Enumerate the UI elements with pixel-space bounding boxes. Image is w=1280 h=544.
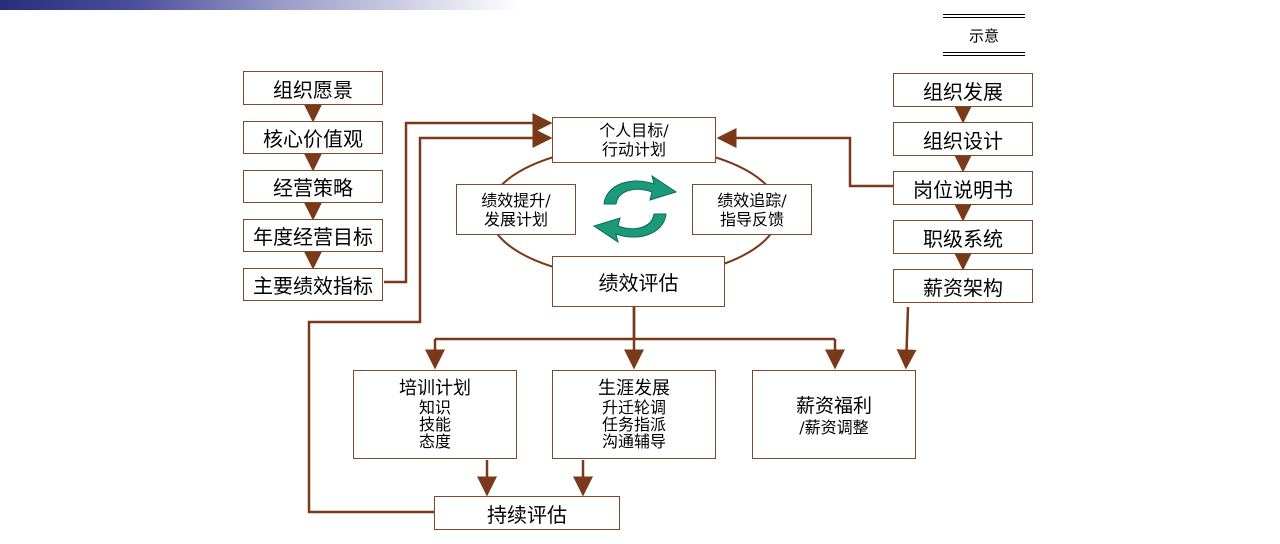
- performance-evaluation-box: 绩效评估: [552, 256, 725, 307]
- improvement-plan-box: 绩效提升/ 发展计划: [456, 184, 576, 235]
- training-item-attitude: 态度: [418, 432, 451, 451]
- legend-label: 示意: [943, 14, 1025, 56]
- improvement-line1: 绩效提升/: [481, 190, 551, 210]
- title-gradient-bar: [0, 0, 520, 10]
- org-development-box: 组织发展: [893, 73, 1033, 107]
- career-development-box: 生涯发展 升迁轮调 任务指派 沟通辅导: [552, 370, 716, 459]
- personal-goal-line2: 行动计划: [601, 140, 666, 159]
- org-design-box: 组织设计: [893, 122, 1033, 156]
- compensation-item-adjustment: /薪资调整: [799, 418, 869, 437]
- career-item-rotation: 升迁轮调: [601, 398, 666, 417]
- tracking-feedback-box: 绩效追踪/ 指导反馈: [692, 184, 812, 235]
- kpi-box: 主要绩效指标: [243, 268, 383, 301]
- personal-goal-line1: 个人目标/: [599, 121, 669, 140]
- annual-goals-box: 年度经营目标: [243, 219, 383, 252]
- career-title: 生涯发展: [598, 378, 670, 399]
- job-description-box: 岗位说明书: [893, 171, 1033, 205]
- training-plan-box: 培训计划 知识 技能 态度: [353, 370, 517, 459]
- tracking-line2: 指导反馈: [719, 209, 784, 229]
- cycle-arrows-icon: [592, 174, 678, 244]
- org-vision-box: 组织愿景: [243, 71, 383, 105]
- continuous-evaluation-box: 持续评估: [434, 496, 620, 530]
- personal-goal-box: 个人目标/ 行动计划: [552, 117, 716, 163]
- core-values-box: 核心价值观: [243, 121, 383, 154]
- tracking-line1: 绩效追踪/: [717, 190, 787, 210]
- improvement-line2: 发展计划: [483, 209, 548, 229]
- salary-structure-box: 薪资架构: [893, 269, 1033, 303]
- business-strategy-box: 经营策略: [243, 170, 383, 203]
- career-item-assignment: 任务指派: [601, 415, 666, 434]
- training-item-knowledge: 知识: [418, 398, 451, 417]
- compensation-title: 薪资福利: [795, 395, 872, 417]
- compensation-box: 薪资福利 /薪资调整: [752, 370, 916, 459]
- training-item-skills: 技能: [418, 415, 451, 434]
- career-item-coaching: 沟通辅导: [601, 432, 666, 451]
- job-grade-box: 职级系统: [893, 220, 1033, 254]
- training-title: 培训计划: [399, 378, 471, 399]
